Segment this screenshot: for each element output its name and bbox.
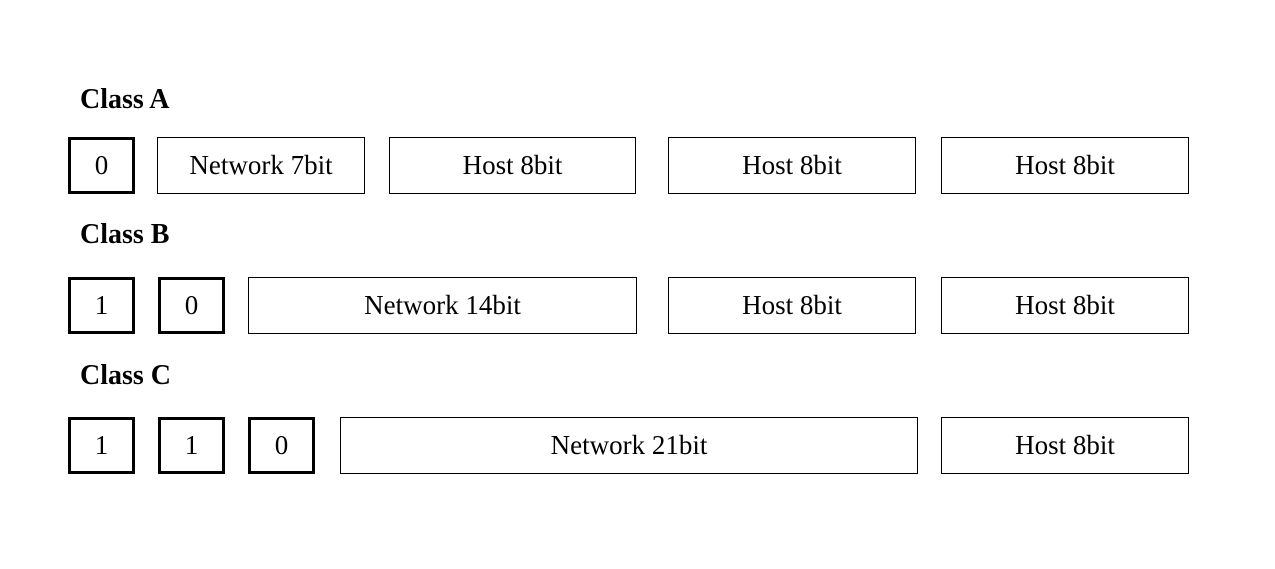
class-a-title: Class A	[80, 84, 170, 115]
class-c-network-field: Network 21bit	[340, 417, 918, 474]
class-c-row: 1 1 0 Network 21bit Host 8bit	[0, 417, 1275, 474]
class-b-host-field-1: Host 8bit	[668, 277, 916, 334]
class-c-title: Class C	[80, 360, 172, 391]
class-b-network-field: Network 14bit	[248, 277, 637, 334]
class-b-host-field-2: Host 8bit	[941, 277, 1189, 334]
class-b-leading-bit-box-1: 1	[68, 277, 135, 334]
class-c-host-field: Host 8bit	[941, 417, 1189, 474]
class-a-row: 0 Network 7bit Host 8bit Host 8bit Host …	[0, 137, 1275, 194]
class-a-host-field-1: Host 8bit	[389, 137, 636, 194]
class-a-leading-bit-box: 0	[68, 137, 135, 194]
class-a-network-field: Network 7bit	[157, 137, 365, 194]
class-b-row: 1 0 Network 14bit Host 8bit Host 8bit	[0, 277, 1275, 334]
class-b-title: Class B	[80, 219, 170, 250]
class-a-host-field-2: Host 8bit	[668, 137, 916, 194]
class-c-leading-bit-box-1: 1	[68, 417, 135, 474]
class-a-host-field-3: Host 8bit	[941, 137, 1189, 194]
class-b-leading-bit-box-2: 0	[158, 277, 225, 334]
class-c-leading-bit-box-3: 0	[248, 417, 315, 474]
class-c-leading-bit-box-2: 1	[158, 417, 225, 474]
